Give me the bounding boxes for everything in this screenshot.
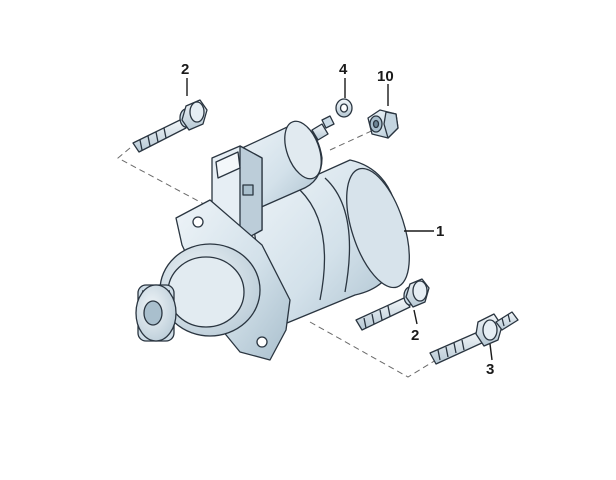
callout-bolt-upper: 2: [181, 61, 189, 78]
callout-bolt-lower: 2: [411, 327, 419, 344]
washer: [335, 98, 353, 118]
callout-washer: 4: [339, 61, 348, 78]
nut: [367, 109, 399, 139]
guide-line-washer: [329, 127, 379, 151]
bolt-lower: [355, 278, 430, 331]
starter-motor: [135, 115, 410, 361]
callout-starter: 1: [436, 223, 444, 240]
bolt-upper: [132, 99, 208, 153]
callout-nut: 10: [377, 68, 394, 85]
guide-line-upper-bolt: [117, 147, 216, 211]
assembly-guide-lines: [117, 127, 506, 378]
leader-bolt-lower: [413, 309, 418, 325]
leader-stud-bolt: [489, 343, 493, 361]
callout-leaders: [186, 78, 493, 361]
callout-stud-bolt: 3: [486, 361, 494, 378]
guide-line-lower-bolts: [309, 317, 506, 378]
stud-bolt: [429, 311, 519, 365]
pinion-gear: [135, 284, 177, 342]
callout-labels: 2 4 10 1 2 3: [181, 61, 494, 378]
